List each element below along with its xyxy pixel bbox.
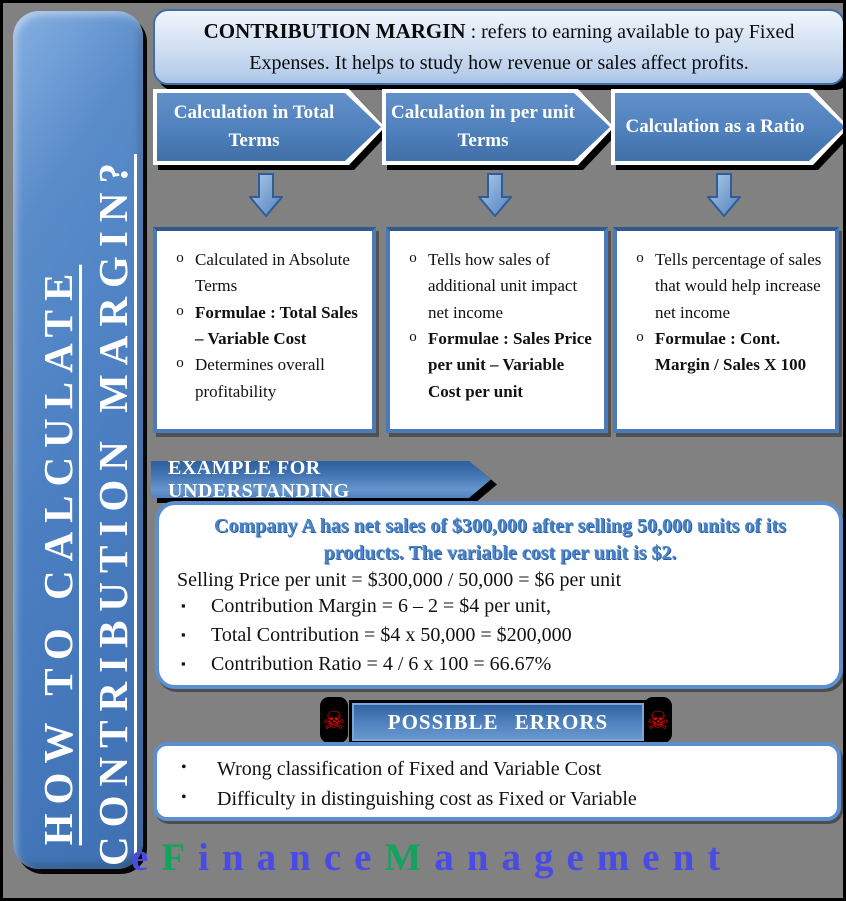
- bullet-item: o Calculated in Absolute Terms: [165, 247, 366, 300]
- bullet-text: Total Contribution = $4 x 50,000 = $200,…: [211, 624, 572, 646]
- bullet-text: Contribution Margin = 6 – 2 = $4 per uni…: [211, 595, 551, 617]
- bullet-icon: o: [636, 329, 644, 346]
- title-sidebar: HOW TO CALCULATE CONTRIBUTION MARGIN?: [13, 11, 143, 869]
- chevron-fill: [157, 93, 381, 161]
- down-arrow-icon: [249, 173, 283, 217]
- down-arrow-icon: [478, 173, 512, 217]
- bullet-item: o Tells percentage of sales that would he…: [625, 247, 829, 326]
- logo-segment: inance: [198, 836, 385, 879]
- bullet-item: • Difficulty in distinguishing cost as Fi…: [181, 784, 827, 814]
- down-arrow-icon: [707, 173, 741, 217]
- step-chevron-per-unit: Calculation in per unit Terms: [382, 89, 614, 165]
- example-heading: Company A has net sales of $300,000 afte…: [214, 515, 786, 564]
- bullet-text: Tells how sales of additional unit impac…: [428, 250, 578, 322]
- skull-crossbones-icon: ☠: [644, 697, 672, 743]
- bullet-item: ▪ Contribution Margin = 6 – 2 = $4 per un…: [175, 592, 825, 621]
- bullet-text: Formulae : Cont. Margin / Sales X 100: [655, 329, 807, 375]
- bullet-item: o Tells how sales of additional unit impa…: [398, 247, 598, 326]
- definition-box: CONTRIBUTION MARGIN : refers to earning …: [153, 9, 843, 85]
- bullet-icon: •: [181, 759, 187, 776]
- errors-box: • Wrong classification of Fixed and Varia…: [153, 742, 841, 821]
- bullet-icon: o: [636, 250, 644, 266]
- logo-segment: M: [384, 836, 435, 879]
- bullet-item: o Determines overall profitability: [165, 352, 366, 405]
- bullet-icon: •: [181, 789, 187, 806]
- efinancemanagement-logo: eFinanceManagement: [131, 835, 733, 880]
- bullet-item: ▪ Contribution Ratio = 4 / 6 x 100 = 66.6…: [175, 650, 825, 679]
- bullet-text: Determines overall profitability: [195, 355, 325, 401]
- bullet-icon: o: [176, 355, 184, 372]
- example-box: Company A has net sales of $300,000 afte…: [155, 501, 843, 689]
- bullet-icon: o: [176, 302, 184, 319]
- bullet-text: Formulae : Total Sales – Variable Cost: [195, 302, 358, 349]
- bullet-text: Wrong classification of Fixed and Variab…: [217, 758, 602, 780]
- bullet-text: Calculated in Absolute Terms: [195, 250, 350, 296]
- possible-errors-banner: POSSIBLE ERRORS: [349, 700, 647, 744]
- bullet-text: Tells percentage of sales that would hel…: [655, 250, 822, 322]
- concept-box-3: o Tells percentage of sales that would he…: [613, 227, 839, 433]
- bullet-icon: o: [409, 329, 417, 346]
- step-label: Calculation as a Ratio: [625, 115, 805, 137]
- example-banner: EXAMPLE FOR UNDERSTANDING: [151, 456, 491, 502]
- bullet-item: o Formulae : Cont. Margin / Sales X 100: [625, 326, 829, 379]
- definition-term: CONTRIBUTION MARGIN: [203, 19, 466, 43]
- bullet-icon: o: [409, 250, 417, 266]
- logo-segment: anagement: [434, 836, 734, 879]
- banner-shape: [151, 461, 491, 498]
- bullet-icon: ▪: [181, 598, 186, 613]
- bullet-text: Contribution Ratio = 4 / 6 x 100 = 66.67…: [211, 653, 552, 675]
- logo-segment: F: [161, 836, 199, 879]
- step-chevron-ratio: Calculation as a Ratio: [611, 89, 846, 165]
- step-label: Calculation in per unit Terms: [391, 101, 575, 152]
- skull-crossbones-icon: ☠: [320, 697, 348, 743]
- bullet-text: Formulae : Sales Price per unit – Variab…: [428, 329, 592, 401]
- definition-text: CONTRIBUTION MARGIN : refers to earning …: [155, 15, 843, 79]
- chevron-fill: [615, 93, 845, 161]
- bullet-icon: ▪: [181, 656, 186, 671]
- concept-box-2: o Tells how sales of additional unit impa…: [386, 227, 608, 433]
- bullet-item: o Formulae : Total Sales – Variable Cost: [165, 300, 366, 353]
- step-label: Calculation in Total Terms: [173, 101, 335, 152]
- page-title-line1: HOW TO CALCULATE: [35, 264, 81, 846]
- logo-segment: e: [131, 836, 162, 879]
- bullet-icon: o: [176, 250, 184, 266]
- bullet-text: Difficulty in distinguishing cost as Fix…: [217, 788, 637, 810]
- definition-body: : refers to earning available to pay Fix…: [249, 21, 795, 74]
- step-chevron-total-terms: Calculation in Total Terms: [153, 89, 385, 165]
- bullet-item: o Formulae : Sales Price per unit – Varia…: [398, 326, 598, 405]
- bullet-icon: ▪: [181, 627, 186, 642]
- example-intro: Selling Price per unit = $300,000 / 50,0…: [177, 569, 622, 591]
- example-banner-label: EXAMPLE FOR UNDERSTANDING: [168, 456, 350, 502]
- bullet-item: • Wrong classification of Fixed and Varia…: [181, 754, 827, 784]
- chevron-fill: [386, 93, 610, 161]
- page-title-line2: CONTRIBUTION MARGIN?: [90, 154, 136, 866]
- bullet-item: ▪ Total Contribution = $4 x 50,000 = $200…: [175, 621, 825, 650]
